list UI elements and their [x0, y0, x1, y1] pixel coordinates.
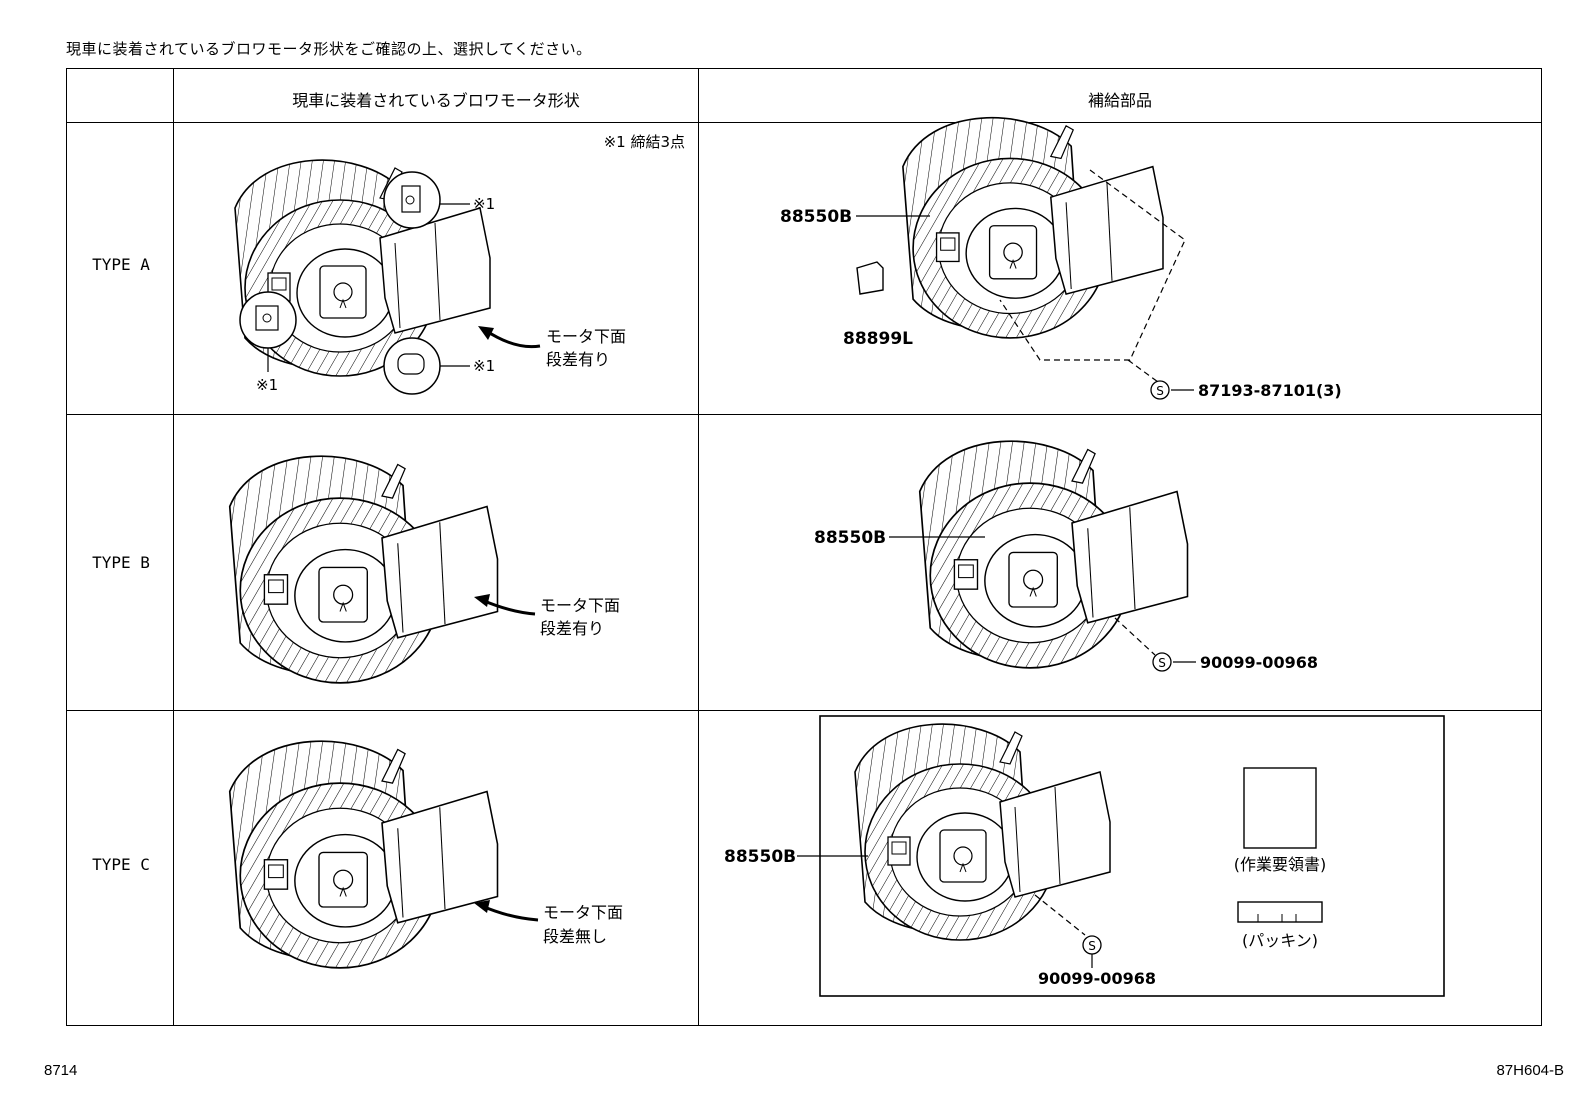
- type-c-shape-note-1: モータ下面: [543, 903, 623, 922]
- type-a-shape-note-2: 段差有り: [546, 350, 610, 369]
- instruction-text: 現車に装着されているブロワモータ形状をご確認の上、選択してください。: [66, 40, 592, 58]
- header-parts: 補給部品: [1087, 91, 1152, 110]
- type-a-shape-drawing: [234, 159, 541, 395]
- row-divider: [67, 710, 1541, 711]
- type-c-part-88550b: 88550B: [724, 847, 796, 867]
- footer-page-code: 8714: [44, 1062, 78, 1079]
- type-a-screw-part: 87193-87101(3): [1198, 381, 1342, 400]
- header-shape: 現車に装着されているブロワモータ形状: [292, 91, 580, 110]
- row-divider: [67, 122, 1541, 123]
- type-a-parts-drawing: [856, 116, 1194, 400]
- type-b-shape-note-1: モータ下面: [540, 596, 620, 615]
- footer-figure-code: 87H604-B: [1496, 1062, 1564, 1079]
- type-b-shape-drawing: [228, 455, 536, 684]
- type-c-screw-part: 90099-00968: [1038, 969, 1156, 988]
- type-a-part-88550b: 88550B: [780, 207, 852, 227]
- type-c-packing-label: (パッキン): [1242, 931, 1318, 950]
- column-divider: [698, 69, 699, 1025]
- type-c-parts-kit: [797, 715, 1445, 997]
- type-a-screw-symbol: S: [1156, 384, 1164, 398]
- type-c-manual-label: (作業要領書): [1234, 855, 1327, 874]
- type-a-part-88899l: 88899L: [843, 329, 913, 349]
- type-a-fastening-note: ※1 締結3点: [604, 133, 685, 151]
- type-a-shape-note-1: モータ下面: [546, 327, 626, 346]
- row-label-type-c: TYPE C: [92, 855, 150, 874]
- type-c-shape-note-2: 段差無し: [543, 927, 607, 946]
- type-b-shape-note-2: 段差有り: [540, 619, 604, 638]
- type-a-mark-2: ※1: [473, 357, 495, 375]
- type-b-screw-part: 90099-00968: [1200, 653, 1318, 672]
- type-b-part-88550b: 88550B: [814, 528, 886, 548]
- type-c-screw-symbol: S: [1088, 939, 1096, 953]
- parts-table: 現車に装着されているブロワモータ形状 補給部品 TYPE A TYPE B TY…: [66, 68, 1542, 1026]
- row-divider: [67, 414, 1541, 415]
- column-divider: [173, 69, 174, 1025]
- type-a-mark-3: ※1: [256, 376, 278, 394]
- row-label-type-b: TYPE B: [92, 553, 150, 572]
- type-b-parts-drawing: [889, 440, 1196, 672]
- type-c-shape-drawing: [228, 740, 539, 969]
- type-a-mark-1: ※1: [473, 195, 495, 213]
- type-b-screw-symbol: S: [1158, 656, 1166, 670]
- row-label-type-a: TYPE A: [92, 255, 150, 274]
